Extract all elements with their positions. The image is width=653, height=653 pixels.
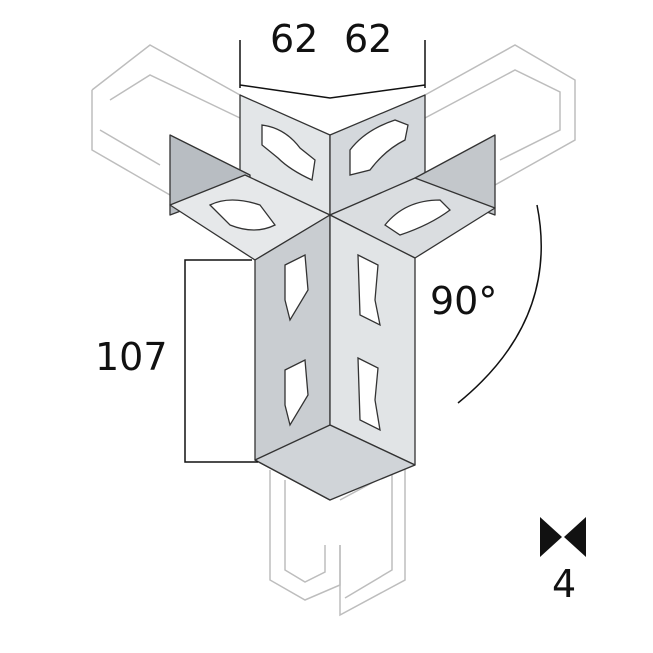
dimension-width-right: 62 [344,17,393,61]
dimension-height: 107 [95,335,168,379]
lower-right-plate [329,214,416,466]
slots [208,119,451,432]
dimension-angle: 90° [430,279,498,323]
bottom-flange [254,424,416,501]
quantity-label: 4 [552,562,577,606]
dimension-lines [184,40,542,463]
dimension-width-left: 62 [270,17,319,61]
bowtie-quantity-icon [540,517,586,557]
